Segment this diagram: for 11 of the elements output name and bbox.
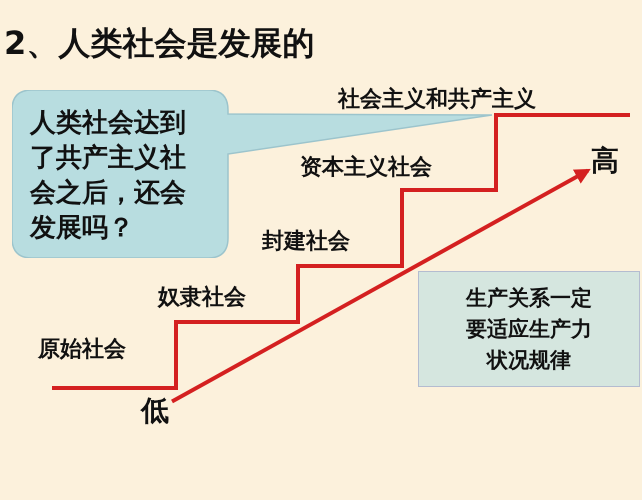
- stage-label: 资本主义社会: [300, 154, 432, 182]
- scale-label: 高: [590, 143, 620, 179]
- title: 2、人类社会是发展的: [4, 23, 314, 64]
- scale-label: 低: [139, 393, 170, 429]
- arrow: [171, 168, 591, 404]
- callout-text: 人类社会达到了共产主义社会之后，还会发展吗？: [30, 107, 186, 245]
- stage-label: 奴隶社会: [158, 284, 246, 312]
- stage-label: 原始社会: [38, 336, 126, 364]
- rule-text: 生产关系一定要适应生产力状况规律: [466, 284, 592, 374]
- stage-label: 社会主义和共产主义: [338, 86, 536, 114]
- stage-label: 封建社会: [262, 228, 350, 256]
